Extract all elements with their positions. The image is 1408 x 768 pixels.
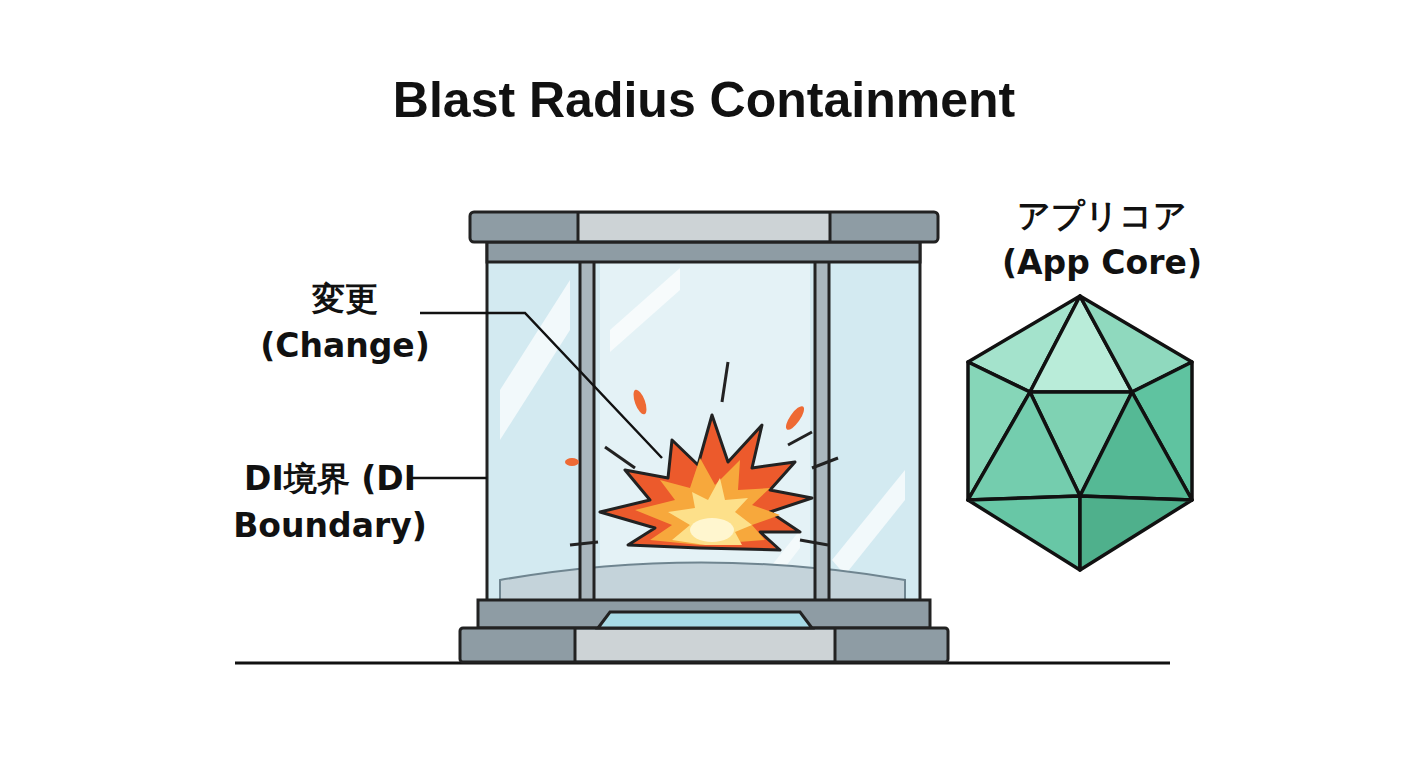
boundary-box: DI境界 (DI Boundary)変更 (Change) xyxy=(470,212,940,660)
node-label: DI境界 (DI Boundary) xyxy=(195,455,465,549)
leader-line xyxy=(412,477,487,480)
node-label: 変更 (Change) xyxy=(245,275,445,369)
icosahedron xyxy=(968,296,1192,570)
core-shape: アプリコア (App Core) xyxy=(965,293,1195,573)
glass-case xyxy=(460,212,948,662)
diagram-title: Blast Radius Containment xyxy=(0,68,1408,132)
change-burst: 変更 (Change) xyxy=(590,400,820,560)
explosion xyxy=(565,362,838,550)
leader-line xyxy=(420,313,662,458)
node-label: アプリコア (App Core) xyxy=(987,192,1217,286)
